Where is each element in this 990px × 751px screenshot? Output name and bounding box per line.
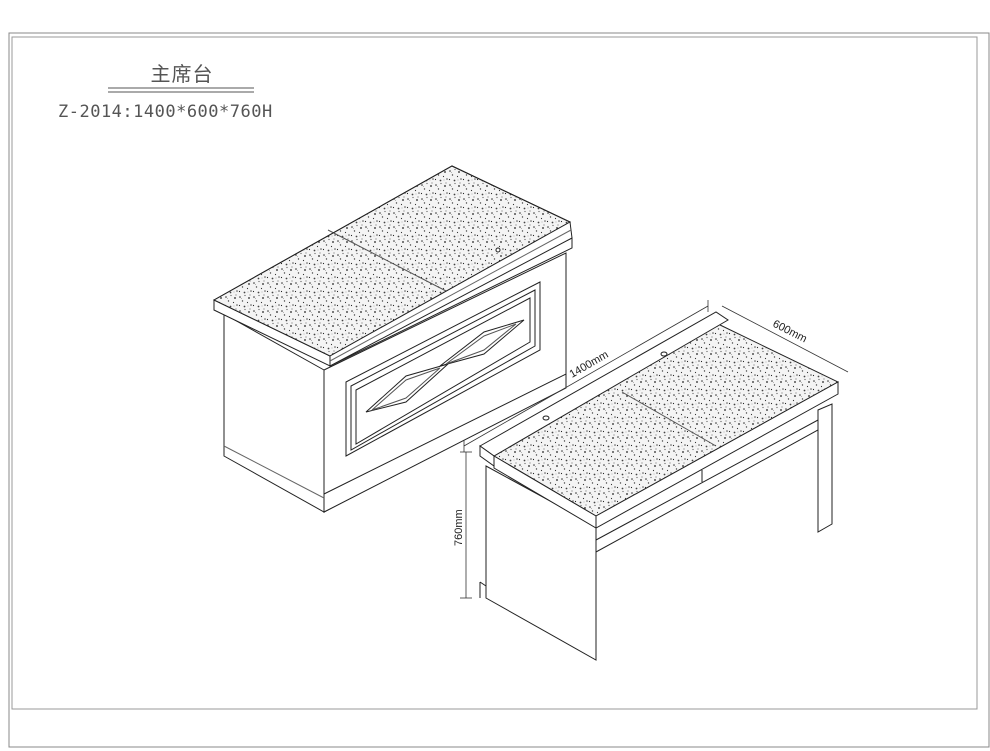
dimension-height [460,451,472,599]
outer-frame [8,32,990,748]
inner-frame [11,36,978,710]
dimension-length [463,300,709,452]
desk-front-view [212,165,573,513]
drawing-title: 主席台 [150,62,214,86]
dimension-height-label: 760mm [453,509,465,546]
desk-rear-view [479,311,840,661]
model-spec: Z-2014:1400*600*760H [58,102,273,122]
dimension-depth [721,305,849,373]
